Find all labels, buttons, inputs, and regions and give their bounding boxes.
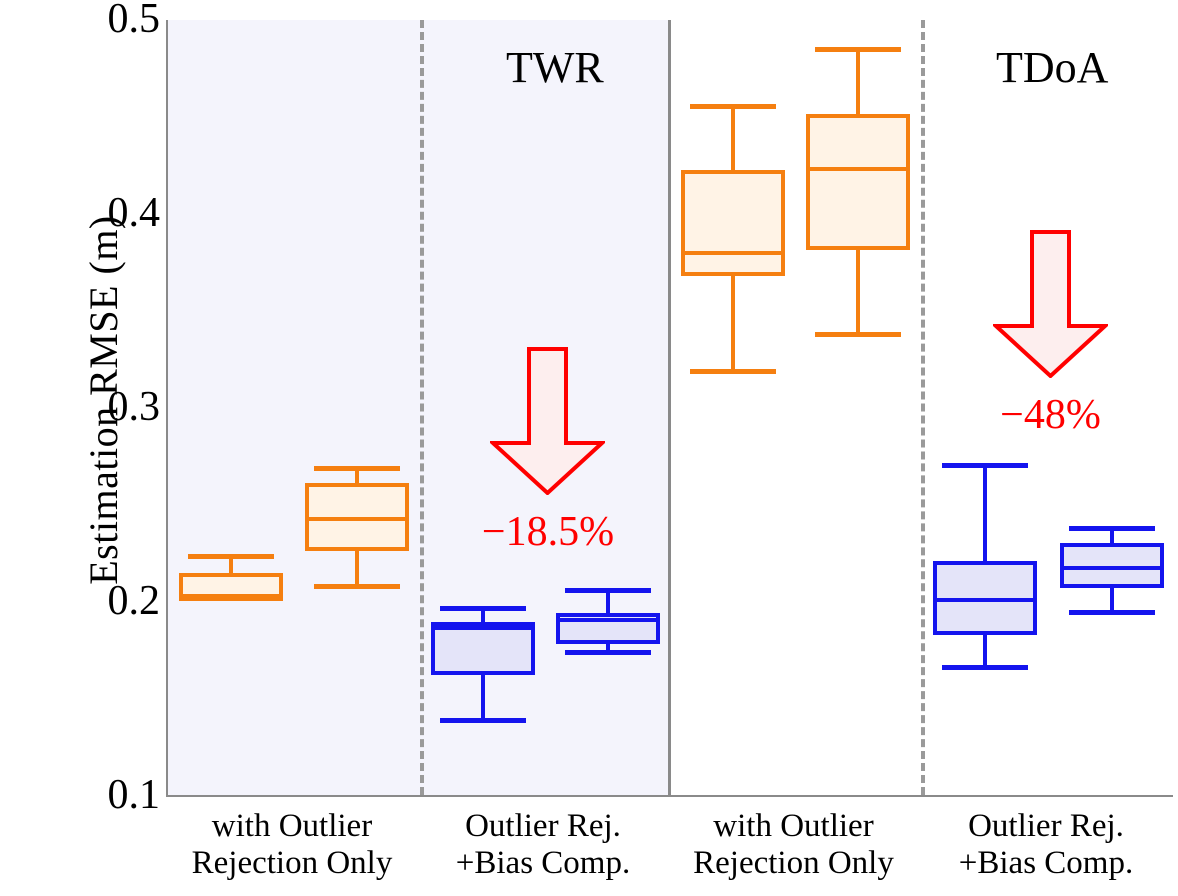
boxplot-twr-blue-1[interactable]: [168, 20, 1173, 795]
boxplot-twr-blue-2[interactable]: [168, 20, 1173, 795]
whisker-cap-upper: [439, 605, 526, 611]
panel-label-twr: TWR: [506, 43, 604, 92]
plot-area: TWR TDoA −18.5% −48%: [166, 20, 1173, 797]
x-tick-group-4-line2: +Bias Comp.: [958, 844, 1134, 881]
whisker-cap-upper: [1068, 525, 1155, 531]
boxplot-twr-orange-1[interactable]: [168, 20, 1173, 795]
y-tick-0.1: 0.1: [107, 772, 161, 818]
whisker-cap-upper: [564, 587, 651, 593]
y-tick-0.3: 0.3: [107, 384, 161, 430]
whisker-stem-lower: [605, 643, 610, 652]
group-divider-dashed-1: [420, 20, 424, 795]
panel-divider-solid: [668, 20, 671, 795]
box-iqr[interactable]: [1059, 542, 1164, 588]
down-arrow-icon-tdoa: [993, 230, 1108, 378]
down-arrow-icon-twr: [490, 347, 605, 495]
whisker-stem-upper: [355, 467, 359, 483]
whisker-stem-upper: [982, 465, 987, 562]
x-tick-group-2-line2: +Bias Comp.: [455, 844, 631, 881]
whisker-stem-upper: [730, 106, 735, 170]
y-tick-0.2: 0.2: [107, 578, 161, 624]
x-tick-group-1-line1: with Outlier: [211, 808, 373, 844]
whisker-cap-upper: [815, 46, 902, 52]
boxplot-twr-orange-2[interactable]: [168, 20, 1173, 795]
whisker-stem-lower: [1109, 587, 1114, 613]
y-axis-ticks: 0.5 0.4 0.3 0.2 0.1: [0, 0, 161, 896]
whisker-cap-lower: [439, 717, 526, 723]
whisker-cap-upper: [314, 465, 400, 471]
whisker-cap-lower: [1068, 610, 1155, 616]
median-line: [305, 516, 409, 521]
whisker-stem-upper: [605, 589, 610, 614]
x-tick-group-1: with Outlier Rejection Only: [166, 808, 418, 882]
x-tick-group-4-line1: Outlier Rej.: [968, 808, 1124, 844]
twr-panel-background: [168, 20, 670, 795]
boxplot-tdoa-blue-2[interactable]: [168, 20, 1173, 795]
box-iqr[interactable]: [305, 482, 409, 551]
whisker-cap-lower: [314, 583, 400, 589]
median-line: [1059, 565, 1164, 570]
whisker-stem-upper: [856, 48, 861, 114]
median-line: [680, 251, 785, 256]
panel-label-tdoa: TDoA: [996, 43, 1109, 92]
annotation-label-tdoa: −48%: [1000, 392, 1101, 438]
x-tick-group-1-line2: Rejection Only: [191, 844, 393, 881]
whisker-stem-lower: [355, 550, 359, 586]
boxplot-tdoa-blue-1[interactable]: [168, 20, 1173, 795]
median-line: [932, 598, 1037, 603]
whisker-stem-upper: [1109, 527, 1114, 543]
annotation-label-twr: −18.5%: [481, 509, 615, 555]
group-divider-dashed-2: [921, 20, 925, 795]
whisker-stem-lower: [480, 675, 485, 720]
y-tick-0.5: 0.5: [107, 0, 161, 42]
box-iqr[interactable]: [430, 622, 535, 675]
median-line: [555, 618, 660, 623]
box-iqr[interactable]: [680, 169, 785, 276]
median-line: [430, 626, 535, 630]
x-tick-group-3-line1: with Outlier: [713, 808, 874, 844]
whisker-cap-upper: [188, 554, 274, 560]
whisker-cap-lower: [941, 664, 1028, 670]
whisker-stem-lower: [982, 634, 987, 667]
boxplot-tdoa-orange-1[interactable]: [168, 20, 1173, 795]
x-tick-group-2: Outlier Rej. +Bias Comp.: [418, 808, 668, 882]
whisker-cap-lower: [689, 369, 776, 374]
boxplot-tdoa-orange-2[interactable]: [168, 20, 1173, 795]
y-tick-0.4: 0.4: [107, 190, 161, 236]
whisker-cap-lower: [815, 332, 902, 338]
x-tick-group-4: Outlier Rej. +Bias Comp.: [919, 808, 1173, 882]
whisker-stem-upper: [480, 607, 485, 623]
whisker-stem-lower: [730, 276, 735, 371]
x-tick-group-3: with Outlier Rejection Only: [668, 808, 919, 882]
whisker-cap-lower: [564, 649, 651, 655]
whisker-stem-upper: [229, 556, 233, 573]
x-tick-group-3-line2: Rejection Only: [693, 844, 894, 881]
whisker-stem-lower: [856, 249, 861, 335]
whisker-cap-upper: [941, 463, 1028, 469]
x-tick-group-2-line1: Outlier Rej.: [465, 808, 621, 844]
box-iqr[interactable]: [806, 114, 911, 250]
whisker-cap-upper: [689, 104, 776, 110]
median-line: [806, 166, 911, 171]
median-line: [179, 594, 283, 599]
